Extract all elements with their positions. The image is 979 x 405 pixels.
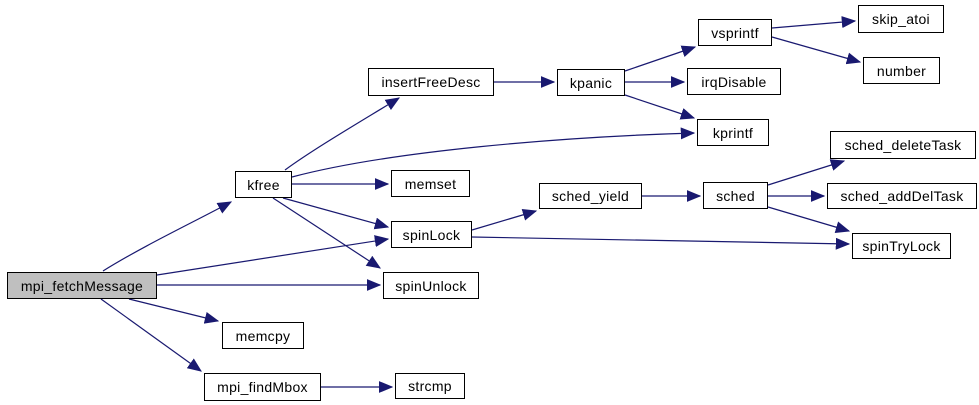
node-spinUnlock[interactable]: spinUnlock [383,272,479,299]
edge-kfree-to-spinUnlock [272,197,382,269]
node-kprintf[interactable]: kprintf [697,119,769,146]
node-kfree[interactable]: kfree [235,171,292,198]
node-number[interactable]: number [863,57,940,84]
node-sched[interactable]: sched [703,182,768,209]
node-mpi_fetchMessage: mpi_fetchMessage [7,272,157,299]
edge-kfree-to-spinLock [282,197,390,230]
node-mpi_findMbox[interactable]: mpi_findMbox [204,373,321,401]
edge-mpi_fetchMessage-to-memcpy [128,298,220,324]
edge-spinLock-to-spinTryLock [471,236,851,250]
edge-kpanic-to-kprintf [624,94,696,120]
node-spinTryLock[interactable]: spinTryLock [852,233,951,259]
edge-mpi_fetchMessage-to-kfree [102,201,233,272]
edge-kfree-to-kprintf [291,127,696,178]
node-spinLock[interactable]: spinLock [391,221,472,248]
edge-kfree-to-insertFreeDesc [284,97,401,171]
node-kpanic[interactable]: kpanic [557,69,625,96]
edge-vsprintf-to-skip_atoi [771,16,857,29]
node-memset[interactable]: memset [391,170,470,197]
edge-vsprintf-to-number [771,36,862,65]
node-sched_yield[interactable]: sched_yield [539,183,642,209]
node-vsprintf[interactable]: vsprintf [698,19,772,46]
edge-mpi_fetchMessage-to-spinLock [156,235,390,276]
edge-sched-to-spinTryLock [767,206,851,234]
node-sched_addDelTask[interactable]: sched_addDelTask [827,183,977,209]
node-irqDisable[interactable]: irqDisable [687,68,781,95]
edge-spinLock-to-sched_yield [471,209,538,231]
edge-sched-to-sched_deleteTask [767,159,846,186]
node-strcmp[interactable]: strcmp [395,373,465,399]
node-insertFreeDesc[interactable]: insertFreeDesc [368,68,494,96]
edge-mpi_fetchMessage-to-mpi_findMbox [100,298,202,372]
edge-kpanic-to-vsprintf [624,45,697,72]
node-sched_deleteTask[interactable]: sched_deleteTask [830,131,976,159]
node-skip_atoi[interactable]: skip_atoi [858,5,944,33]
node-memcpy[interactable]: memcpy [222,322,304,349]
